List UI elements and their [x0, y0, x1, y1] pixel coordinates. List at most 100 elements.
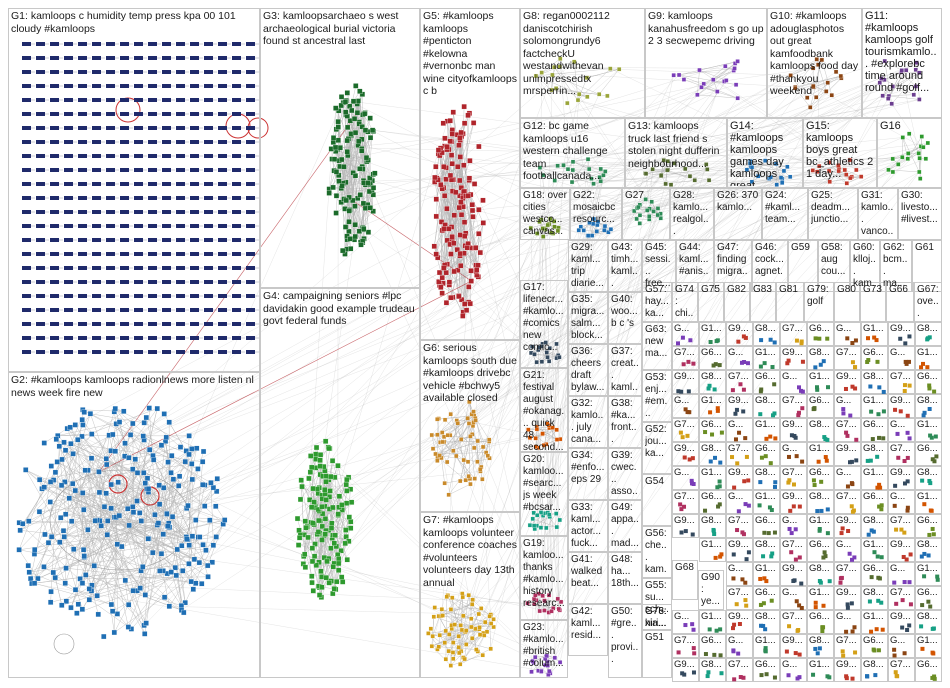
group-label-small: G... — [890, 563, 906, 574]
node — [137, 585, 143, 591]
group-label-small: G7... — [728, 659, 749, 670]
node — [134, 294, 143, 298]
group-label-small: G8... — [917, 395, 938, 406]
node — [299, 483, 305, 490]
edge — [541, 58, 561, 73]
edge — [538, 593, 540, 612]
group-box-small — [780, 442, 807, 466]
node — [36, 509, 43, 515]
group-label-g90: G90: ye... — [701, 572, 720, 607]
edge — [605, 87, 702, 172]
edge — [460, 648, 491, 665]
node — [176, 126, 185, 130]
node — [50, 182, 59, 186]
group-label-small: G8... — [863, 443, 884, 454]
edge — [72, 178, 783, 484]
group-box-small — [699, 658, 726, 682]
node — [577, 91, 582, 97]
edge — [537, 515, 548, 666]
edge — [450, 270, 458, 298]
node — [890, 156, 895, 162]
edge — [451, 218, 551, 626]
node — [22, 140, 31, 144]
edge — [146, 417, 169, 524]
node — [446, 279, 453, 285]
node — [929, 508, 934, 513]
node — [461, 457, 466, 463]
node — [449, 626, 454, 631]
node — [204, 42, 213, 46]
node — [22, 210, 31, 214]
edge — [168, 422, 187, 452]
node — [847, 551, 852, 556]
node — [841, 653, 846, 658]
node — [323, 497, 329, 503]
node — [671, 73, 676, 78]
node — [246, 196, 255, 200]
edge — [50, 501, 162, 554]
node — [469, 202, 475, 208]
edge — [43, 566, 129, 628]
edge — [535, 169, 653, 447]
group-label-small: G9... — [674, 371, 695, 382]
node — [469, 624, 474, 630]
node — [148, 308, 157, 312]
node — [838, 580, 843, 585]
node — [190, 252, 199, 256]
node — [598, 179, 603, 184]
node — [637, 221, 642, 226]
group-box-small — [699, 346, 726, 370]
group-label-g18: G18: over cities westco... canvas... fin… — [523, 190, 567, 237]
node — [881, 436, 886, 441]
node — [877, 385, 882, 390]
group-label-g59: G59 — [791, 242, 810, 253]
node — [457, 135, 463, 141]
edge — [187, 505, 209, 577]
node — [919, 554, 924, 559]
edge — [535, 68, 611, 77]
node — [190, 308, 199, 312]
group-box-small — [753, 418, 780, 442]
edge — [453, 423, 470, 451]
edge — [428, 633, 439, 647]
node — [850, 384, 855, 389]
edge — [89, 550, 207, 590]
node — [126, 522, 132, 529]
edge — [359, 123, 559, 229]
node — [64, 350, 73, 354]
group-box-small — [753, 490, 780, 514]
group-box-small — [672, 442, 699, 466]
node — [763, 454, 768, 459]
group-label-small: G... — [890, 419, 906, 430]
group-label-small: G6... — [809, 467, 830, 478]
node — [148, 238, 157, 242]
node — [647, 214, 652, 219]
group-label-g47: G47: finding migra... — [717, 242, 749, 289]
node — [787, 478, 792, 483]
node — [469, 207, 476, 214]
node — [797, 652, 802, 657]
group-label-g21: G21: festival august #okanag... quick 48… — [523, 370, 565, 450]
node — [64, 224, 73, 228]
edge — [439, 631, 466, 636]
group-label-small: G7... — [728, 443, 749, 454]
node — [788, 73, 793, 78]
group-box-g74 — [672, 282, 698, 322]
edge — [810, 59, 823, 108]
node — [210, 484, 217, 491]
node — [78, 182, 87, 186]
node — [204, 280, 213, 284]
node — [447, 172, 454, 179]
node — [467, 300, 473, 307]
edge — [333, 108, 336, 138]
node — [64, 112, 73, 116]
node — [845, 602, 850, 607]
node — [92, 42, 101, 46]
edge — [43, 408, 158, 568]
node — [134, 210, 143, 214]
node — [735, 461, 740, 466]
node — [467, 399, 472, 405]
node — [53, 436, 60, 442]
node — [64, 280, 73, 284]
node — [162, 98, 171, 102]
